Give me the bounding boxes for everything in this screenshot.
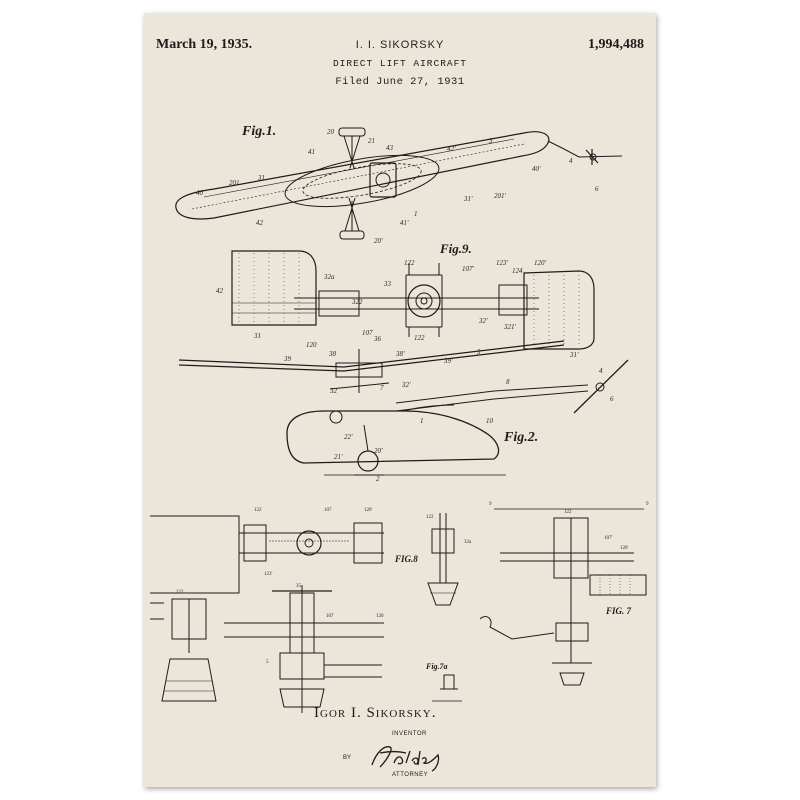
ref-10: 10 (486, 417, 494, 425)
ref-120: 120 (306, 341, 317, 349)
ref-122: 122 (404, 259, 415, 267)
ref-201: 201 (229, 179, 240, 187)
ref-124: 124 (512, 267, 523, 275)
ref-41: 41 (308, 148, 315, 156)
ref-39: 39 (283, 355, 292, 363)
ref-40: 40 (196, 189, 204, 197)
fig1-drawing: Fig.1. 20 21 41 43 42' 3 (175, 124, 623, 245)
patent-sheet: March 19, 1935. 1,994,488 I. I. SIKORSKY… (144, 13, 656, 787)
ref-38p: 38' (395, 350, 405, 358)
ref-s-35: 35 (296, 584, 302, 589)
patent-drawings: Fig.1. 20 21 41 43 42' 3 (150, 124, 649, 713)
fig2-drawing: Fig.2. 36 39 38 38' 39' (178, 335, 629, 483)
ref-s-122d: 122 (176, 590, 184, 595)
ref-31pb: 31' (569, 351, 579, 359)
ref-42: 42 (256, 219, 264, 227)
ref-36: 36 (373, 335, 382, 343)
ref-321p: 321' (503, 323, 517, 331)
patent-date: March 19, 1935. (156, 37, 253, 52)
ref-4: 4 (569, 157, 573, 165)
ref-322: 322 (351, 298, 363, 306)
ref-31p: 31' (463, 195, 473, 203)
ref-201p: 201' (494, 192, 507, 200)
fig9-drawing: Fig.9. 122 107' 123' 120' 124 32a 33 322… (216, 241, 595, 359)
ref-20p: 20' (374, 237, 383, 245)
ref-32a: 32a (323, 273, 335, 281)
inventor-caption: I. I. SIKORSKY (355, 39, 445, 51)
ref-107: 107 (362, 329, 373, 337)
ref-7: 7 (380, 384, 384, 392)
ref-s-9a: 9 (489, 502, 492, 507)
ref-21p: 21' (334, 453, 343, 461)
ref-107p: 107' (462, 265, 475, 273)
ref-122b: 122 (414, 334, 425, 342)
attorney-role: ATTORNEY (392, 772, 429, 778)
ref-32: 32 (329, 387, 338, 395)
fig7a-label: Fig.7a (425, 662, 448, 671)
ref-s-32a: 32a (464, 540, 472, 545)
ref-s-5: 5 (266, 660, 269, 665)
fig8-label: FIG.8 (394, 554, 418, 564)
ref-3b: 3 (476, 348, 481, 356)
ref-2: 2 (376, 475, 380, 483)
lower-details: 122 107 120' 123' FIG.8 122 32a FIG. 7 9… (150, 502, 649, 713)
ref-s-120p: 120' (364, 508, 373, 513)
ref-20pb: 20' (374, 447, 383, 455)
ref-123p: 123' (496, 259, 509, 267)
ref-s-107b: 107 (326, 614, 334, 619)
ref-8: 8 (506, 378, 510, 386)
ref-32p: 32' (478, 317, 488, 325)
ref-s-107p: 107' (604, 536, 613, 541)
ref-22p: 22' (344, 433, 353, 441)
inventor-role: INVENTOR (392, 731, 427, 737)
ref-31: 31 (257, 174, 265, 182)
ref-32pb: 32' (401, 381, 411, 389)
ref-s-122: 122 (254, 508, 262, 513)
by-label: BY (343, 755, 352, 761)
ref-s-120: 120 (376, 614, 384, 619)
ref-s-122c: 122 (564, 510, 572, 515)
ref-6: 6 (595, 185, 599, 193)
ref-38: 38 (328, 350, 337, 358)
ref-s-123p: 123' (264, 572, 273, 577)
ref-21: 21 (368, 137, 375, 145)
fig9-label: Fig.9. (439, 241, 472, 256)
ref-39p: 39' (443, 357, 453, 365)
fig1-label: Fig.1. (241, 124, 276, 139)
ref-s-107: 107 (324, 508, 332, 513)
ref-120p: 120' (534, 259, 547, 267)
patent-title: DIRECT LIFT AIRCRAFT (332, 58, 468, 69)
ref-20: 20 (327, 128, 335, 136)
attorney-signature (371, 746, 440, 772)
ref-43: 43 (386, 144, 394, 152)
ref-1b: 1 (420, 417, 424, 425)
ref-4b: 4 (599, 367, 603, 375)
ref-s-120pb: 120' (620, 546, 629, 551)
inventor-name: Igor I. Sikorsky. (314, 705, 437, 721)
ref-40p: 40' (532, 165, 541, 173)
ref-33: 33 (383, 280, 392, 288)
ref-42p: 42' (447, 145, 456, 153)
ref-s-122b: 122 (426, 515, 434, 520)
ref-42b: 42 (216, 287, 224, 295)
ref-s-9b: 9 (646, 502, 649, 507)
ref-3: 3 (488, 137, 493, 145)
ref-1: 1 (414, 210, 418, 218)
filed-date: Filed June 27, 1931 (335, 76, 465, 88)
ref-41p: 41' (400, 219, 409, 227)
ref-31b: 31 (253, 332, 261, 340)
patent-number: 1,994,488 (588, 37, 644, 52)
ref-6b: 6 (610, 395, 614, 403)
fig2-label: Fig.2. (503, 430, 538, 445)
fig7-label: FIG. 7 (605, 606, 632, 616)
